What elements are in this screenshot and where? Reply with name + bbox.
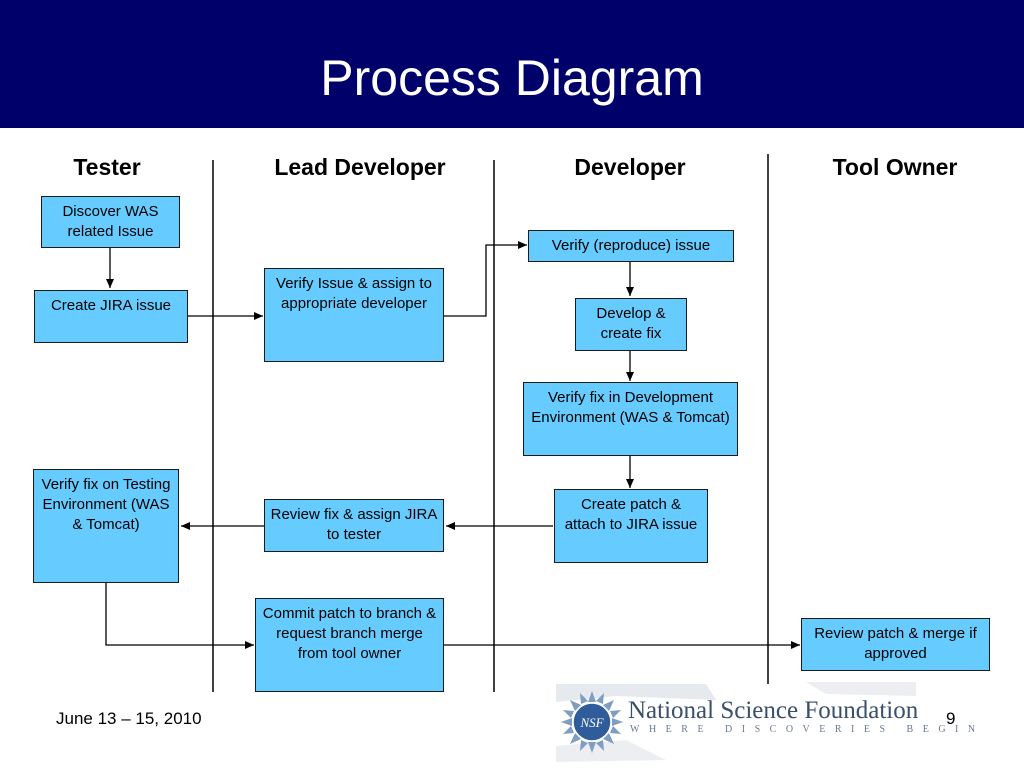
- footer-date: June 13 – 15, 2010: [56, 709, 202, 728]
- nsf-globe-icon: NSF: [561, 691, 623, 753]
- step-verify-testing-env: Verify fix on Testing Environment (WAS &…: [33, 469, 179, 583]
- nsf-logo: NSF National Science Foundation WHERE DI…: [556, 682, 975, 762]
- step-develop-fix: Develop & create fix: [575, 298, 687, 351]
- step-create-jira-issue: Create JIRA issue: [34, 290, 188, 343]
- step-review-merge: Review patch & merge if approved: [801, 618, 990, 671]
- slide-title: Process Diagram: [320, 50, 704, 106]
- svg-text:NSF: NSF: [579, 715, 604, 730]
- step-verify-assign: Verify Issue & assign to appropriate dev…: [264, 268, 444, 362]
- step-create-patch: Create patch & attach to JIRA issue: [554, 489, 708, 563]
- nsf-tagline: WHERE DISCOVERIES BEGIN: [630, 724, 985, 735]
- title-bar: [0, 0, 1024, 128]
- nsf-name: National Science Foundation: [628, 697, 919, 724]
- step-review-assign: Review fix & assign JIRA to tester: [264, 499, 444, 552]
- lane-header-developer: Developer: [574, 154, 686, 180]
- step-commit-patch: Commit patch to branch & request branch …: [255, 598, 444, 692]
- lane-header-lead-developer: Lead Developer: [274, 154, 446, 180]
- step-verify-dev-env: Verify fix in Development Environment (W…: [523, 382, 738, 456]
- lane-header-tool-owner: Tool Owner: [832, 154, 958, 180]
- step-discover-issue: Discover WAS related Issue: [41, 196, 180, 248]
- arrow-verify-assign-to-reproduce: [444, 241, 527, 317]
- step-verify-reproduce: Verify (reproduce) issue: [528, 230, 734, 262]
- page-number: 9: [946, 709, 956, 728]
- arrow-verify-testing-to-commit: [105, 583, 254, 649]
- lane-header-tester: Tester: [73, 154, 141, 180]
